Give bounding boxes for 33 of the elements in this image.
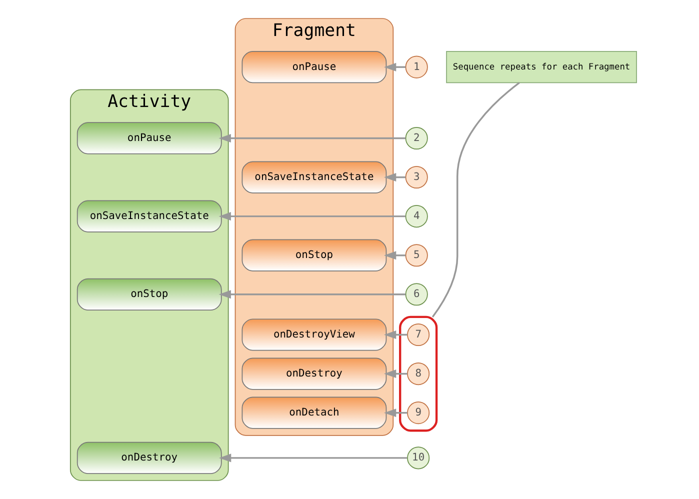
node-box: onDestroyView xyxy=(241,318,386,351)
node-box: onPause xyxy=(76,122,222,154)
arrow xyxy=(218,290,406,299)
node-box: onStop xyxy=(76,278,222,310)
node-box: onStop xyxy=(241,239,386,272)
node-circle: 5 xyxy=(404,244,428,267)
connector xyxy=(431,82,520,318)
cluster xyxy=(398,316,438,432)
arrow xyxy=(218,454,407,462)
node-box: onDestroy xyxy=(241,358,386,390)
arrow xyxy=(218,212,406,221)
node-circle: 6 xyxy=(404,283,428,306)
node-circle: 2 xyxy=(404,126,428,150)
arrow xyxy=(383,330,407,339)
node-circle: 10 xyxy=(406,446,430,470)
node-circle: 1 xyxy=(404,56,428,78)
arrow xyxy=(383,173,406,182)
arrow xyxy=(383,408,407,418)
node-circle: 7 xyxy=(406,323,430,346)
node-box: onSaveInstanceState xyxy=(241,161,386,194)
arrow xyxy=(218,134,406,142)
node-circle: 4 xyxy=(404,205,428,228)
node-box: onDetach xyxy=(241,396,386,429)
node-circle: 9 xyxy=(406,402,430,424)
node-box: onSaveInstanceState xyxy=(76,200,222,232)
node-box: onPause xyxy=(241,51,386,84)
arrow xyxy=(383,251,406,260)
arrow xyxy=(383,370,407,378)
node-box: onDestroy xyxy=(76,442,222,474)
node-circle: 3 xyxy=(404,166,428,189)
node-circle: 8 xyxy=(406,362,430,386)
node-box: Sequence repeats for each Fragment xyxy=(446,51,636,84)
arrow xyxy=(383,62,406,72)
